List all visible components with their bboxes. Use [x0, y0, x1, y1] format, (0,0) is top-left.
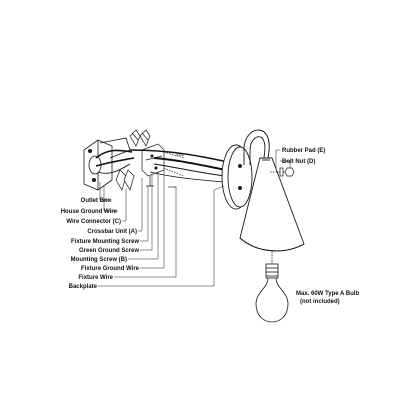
rubber-pad-and-nut [270, 167, 295, 177]
label-outlet-box: Outlet Box [81, 198, 112, 204]
wire-tag-right: WIRE [168, 185, 176, 189]
label-bolt-nut: Bolt Nut (D) [282, 159, 315, 165]
wire-connector-drawing [115, 129, 151, 191]
label-rubber-pad: Rubber Pad (E) [282, 148, 325, 154]
bulb-note-line2: (not included) [300, 299, 340, 305]
label-backplate: Backplate [69, 284, 98, 290]
house-wires [95, 149, 135, 174]
backplate-drawing [221, 144, 253, 210]
label-mounting-screw: Mounting Screw (B) [71, 257, 127, 263]
wire-tag-left: WIRE [176, 153, 184, 157]
label-wire-connector: Wire Connector (C) [66, 219, 121, 225]
label-house-ground-wire: House Ground Wire [61, 209, 118, 215]
fixture-wire-drawing [129, 149, 229, 183]
bulb-note-line1: Max. 60W Type A Bulb [296, 291, 359, 297]
light-bulb [255, 252, 289, 323]
cone-shade [239, 157, 305, 252]
label-fixture-wire: Fixture Wire [78, 275, 113, 281]
label-fixture-mounting-screw: Fixture Mounting Screw [71, 239, 139, 245]
label-green-ground-screw: Green Ground Screw [79, 248, 139, 254]
leader-lines [98, 149, 291, 287]
label-fixture-ground-wire: Fixture Ground Wire [81, 266, 140, 272]
gooseneck-arm [243, 129, 270, 165]
label-crossbar-unit: Crossbar Unit (A) [87, 229, 137, 235]
